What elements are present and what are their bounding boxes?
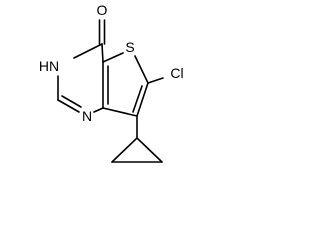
atom-labels: O S Cl HN N [39, 2, 184, 124]
atom-label-nitrogen: N [82, 108, 92, 124]
atom-label-nh: HN [39, 58, 59, 74]
bond-s-c6 [134, 55, 149, 84]
bonds [57, 19, 164, 163]
atom-label-oxygen: O [97, 2, 108, 18]
bond-c4a-c4 [101, 43, 104, 63]
atom-label-sulfur: S [125, 39, 134, 55]
bond-cyclopropyl-3 [136, 137, 163, 163]
bond-c6-cl [147, 77, 164, 84]
atom-label-chlorine: Cl [170, 65, 183, 81]
bond-c4-n3 [73, 43, 103, 59]
bond-cyclopropyl-1 [111, 137, 138, 163]
bond-c2-n1-b [61, 95, 82, 108]
chemical-structure-diagram: O S Cl HN N [39, 2, 184, 163]
bond-c6-c7-b [132, 85, 143, 113]
bond-n1-c7a [93, 107, 104, 113]
bond-c6-c7-a [136, 82, 149, 117]
bond-c2-n1-a [57, 99, 80, 113]
bond-c7-c7a [102, 107, 138, 117]
bond-c4a-s [102, 52, 124, 63]
